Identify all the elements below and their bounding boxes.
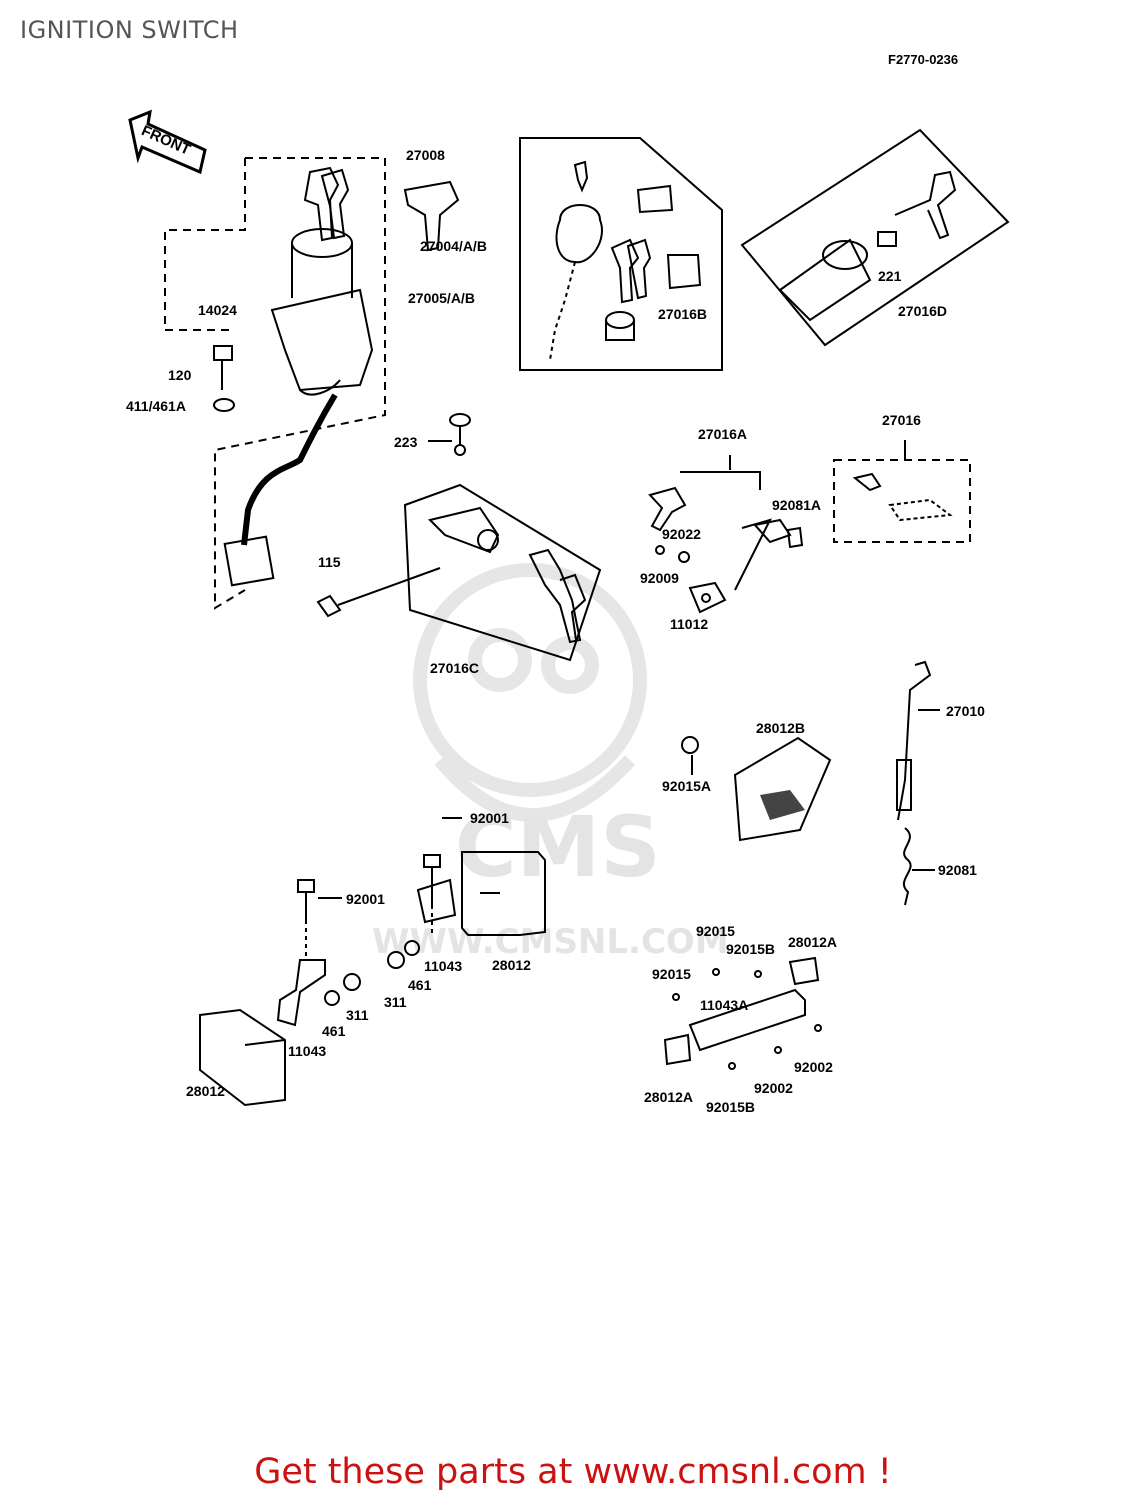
part-label: 92001 xyxy=(346,891,385,907)
watermark-name: CMS xyxy=(455,798,661,896)
part-label: 92002 xyxy=(794,1059,833,1075)
part-label: 27005/A/B xyxy=(408,290,475,306)
part-label: 115 xyxy=(318,554,341,570)
part-label: 27008 xyxy=(406,147,445,163)
part-label: 92015 xyxy=(696,923,735,939)
part-label: 92022 xyxy=(662,526,701,542)
part-label: 92002 xyxy=(754,1080,793,1096)
figure-code: F2770-0236 xyxy=(888,52,959,67)
part-label: 92015B xyxy=(726,941,776,957)
part-label: 28012B xyxy=(756,720,806,736)
part-label: 311 xyxy=(384,994,407,1010)
part-label: 11043A xyxy=(700,997,749,1013)
part-label: 27004/A/B xyxy=(420,238,487,254)
part-label: 461 xyxy=(408,977,432,993)
part-label: 311 xyxy=(346,1007,369,1023)
part-label: 14024 xyxy=(198,302,237,318)
part-label: 92009 xyxy=(640,570,679,586)
part-label: 92015A xyxy=(662,778,712,794)
part-label: 27016B xyxy=(658,306,708,322)
part-label: 120 xyxy=(168,367,192,383)
part-label: 28012 xyxy=(186,1083,225,1099)
part-label: 92015 xyxy=(652,966,691,982)
part-label: 28012 xyxy=(492,957,531,973)
cms-watermark-logo xyxy=(413,563,647,822)
part-label: 92081 xyxy=(938,862,977,878)
part-label: 27016D xyxy=(898,303,948,319)
part-label: 11043 xyxy=(424,958,463,974)
part-label: 461 xyxy=(322,1023,346,1039)
part-label: 11012 xyxy=(670,616,709,632)
part-label: 27016 xyxy=(882,412,921,428)
part-label: 92001 xyxy=(470,810,509,826)
footer-promo-text[interactable]: Get these parts at www.cmsnl.com ! xyxy=(254,1452,892,1492)
part-label: 223 xyxy=(394,434,418,450)
part-label: 221 xyxy=(878,268,902,284)
page-title: IGNITION SWITCH xyxy=(20,16,239,44)
part-label: 27016C xyxy=(430,660,480,676)
part-label: 92081A xyxy=(772,497,822,513)
part-label: 11043 xyxy=(288,1043,327,1059)
watermark-url: WWW.CMSNL.COM xyxy=(372,922,729,962)
front-arrow-icon xyxy=(128,109,207,175)
part-label: 92015B xyxy=(706,1099,756,1115)
part-label: 27016A xyxy=(698,426,748,442)
part-label: 411/461A xyxy=(126,398,186,414)
part-label: 27010 xyxy=(946,703,985,719)
part-label: 28012A xyxy=(788,934,838,950)
part-label: 28012A xyxy=(644,1089,694,1105)
